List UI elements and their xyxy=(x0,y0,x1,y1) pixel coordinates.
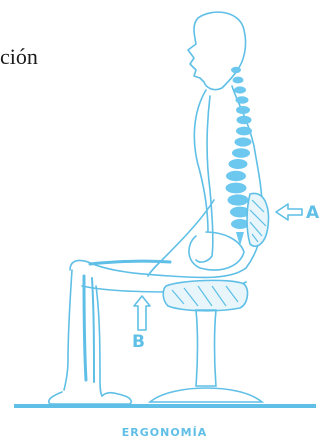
forearm-outline xyxy=(148,200,214,276)
caption-ergonomia: ERGONOMÍA xyxy=(0,426,329,439)
pelvis-bone xyxy=(189,232,244,270)
stool-base xyxy=(150,388,262,402)
label-b: B xyxy=(132,332,145,352)
arrow-b-icon xyxy=(134,296,150,330)
lumbar-support-cushion xyxy=(247,193,268,246)
arrow-a-icon xyxy=(276,204,302,220)
fibula-bone xyxy=(92,278,94,382)
arm-outline xyxy=(196,96,213,262)
tibia-bone xyxy=(84,276,86,380)
stool-column xyxy=(196,310,216,386)
calf-outline xyxy=(96,286,102,396)
label-a: A xyxy=(306,203,319,223)
stool-seat xyxy=(163,280,247,310)
foot-outline xyxy=(49,392,132,404)
shin-outline xyxy=(64,270,72,390)
